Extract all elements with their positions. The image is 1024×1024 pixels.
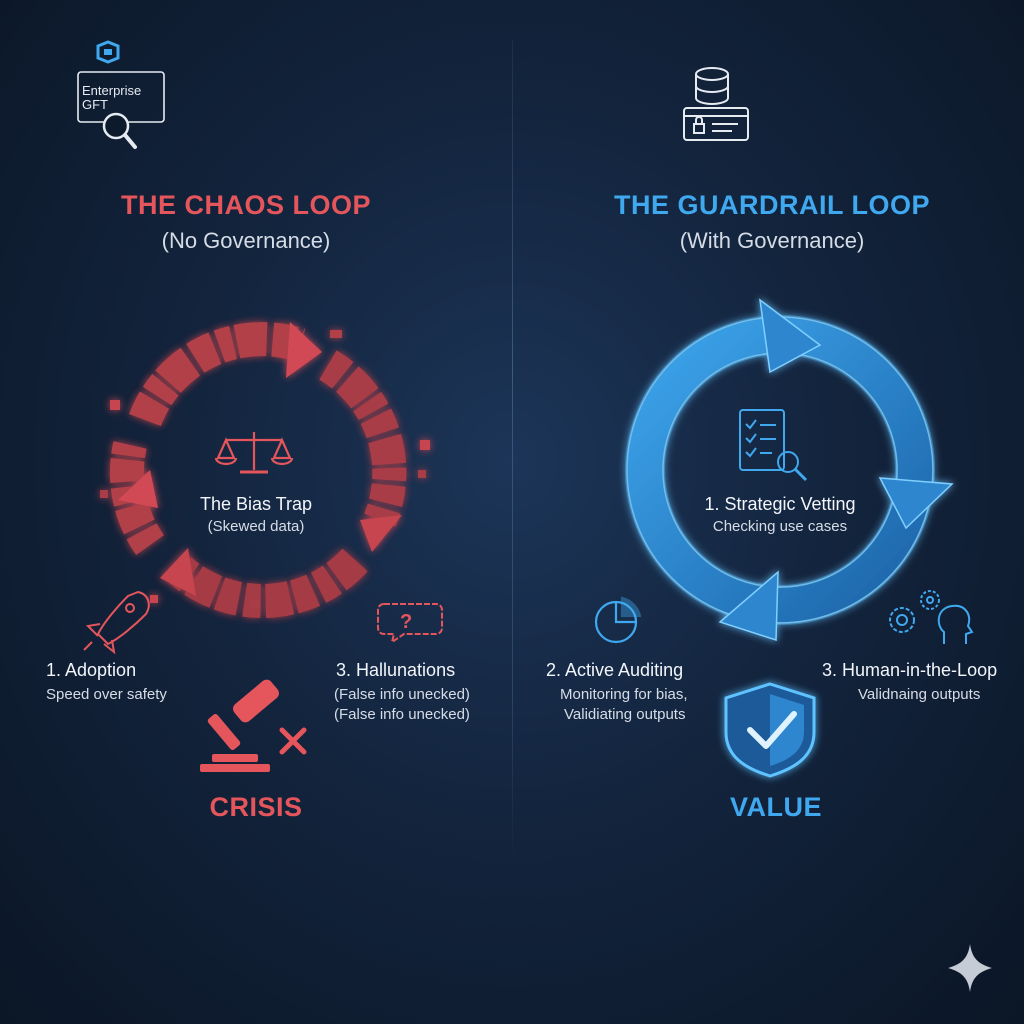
bias-trap-sub: (Skewed data) (207, 518, 305, 535)
active-auditing-title: 2. Active Auditing (546, 660, 684, 680)
active-auditing-sub-1: Monitoring for bias, (560, 686, 688, 703)
magnifier-icon (102, 112, 137, 149)
bias-trap-title: The Bias Trap (199, 494, 313, 514)
pie-chart-icon (594, 596, 642, 644)
active-auditing-sub-2: Validiating outputs (564, 706, 686, 723)
chaos-ring (100, 322, 430, 618)
chaos-loop-subtitle: (No Governance) (161, 228, 331, 253)
shield-check-icon (724, 682, 816, 778)
chaos-loop-title: THE CHAOS LOOP (120, 190, 371, 220)
crisis-outcome: CRISIS (209, 792, 303, 822)
brand-name: Enterprise GFT (82, 84, 141, 112)
guardrail-loop-subtitle: (With Governance) (679, 228, 865, 253)
scales-icon (214, 432, 294, 474)
question-bubble-icon: ? (377, 603, 443, 645)
secure-server-icon (683, 107, 749, 141)
human-in-the-loop-sub: Validnaing outputs (858, 686, 981, 703)
center-divider (512, 40, 513, 860)
adoption-sub: Speed over safety (46, 686, 167, 703)
human-in-the-loop-title: 3. Human-in-the-Loop (822, 660, 998, 680)
strategic-vetting-sub: Checking use cases (712, 518, 848, 535)
sparkle-icon (948, 944, 992, 992)
value-outcome: VALUE (729, 792, 822, 822)
guardrail-ring (625, 298, 954, 642)
hallucinations-sub-1: (False info unecked) (334, 686, 470, 703)
checklist-icon (739, 409, 808, 482)
hallucinations-sub-2: (False info unecked) (334, 706, 470, 723)
guardrail-loop-title: THE GUARDRAIL LOOP (613, 190, 930, 220)
rocket-icon (83, 590, 150, 655)
database-icon (695, 67, 729, 105)
gavel-icon (200, 679, 307, 772)
brand-line2: GFT (82, 97, 108, 112)
svg-text:?: ? (400, 611, 412, 633)
gears-head-icon (889, 590, 974, 644)
strategic-vetting-title: 1. Strategic Vetting (704, 494, 856, 514)
hallucinations-title: 3. Hallunations (336, 660, 456, 680)
brand-line1: Enterprise (82, 83, 142, 98)
adoption-title: 1. Adoption (46, 660, 137, 680)
